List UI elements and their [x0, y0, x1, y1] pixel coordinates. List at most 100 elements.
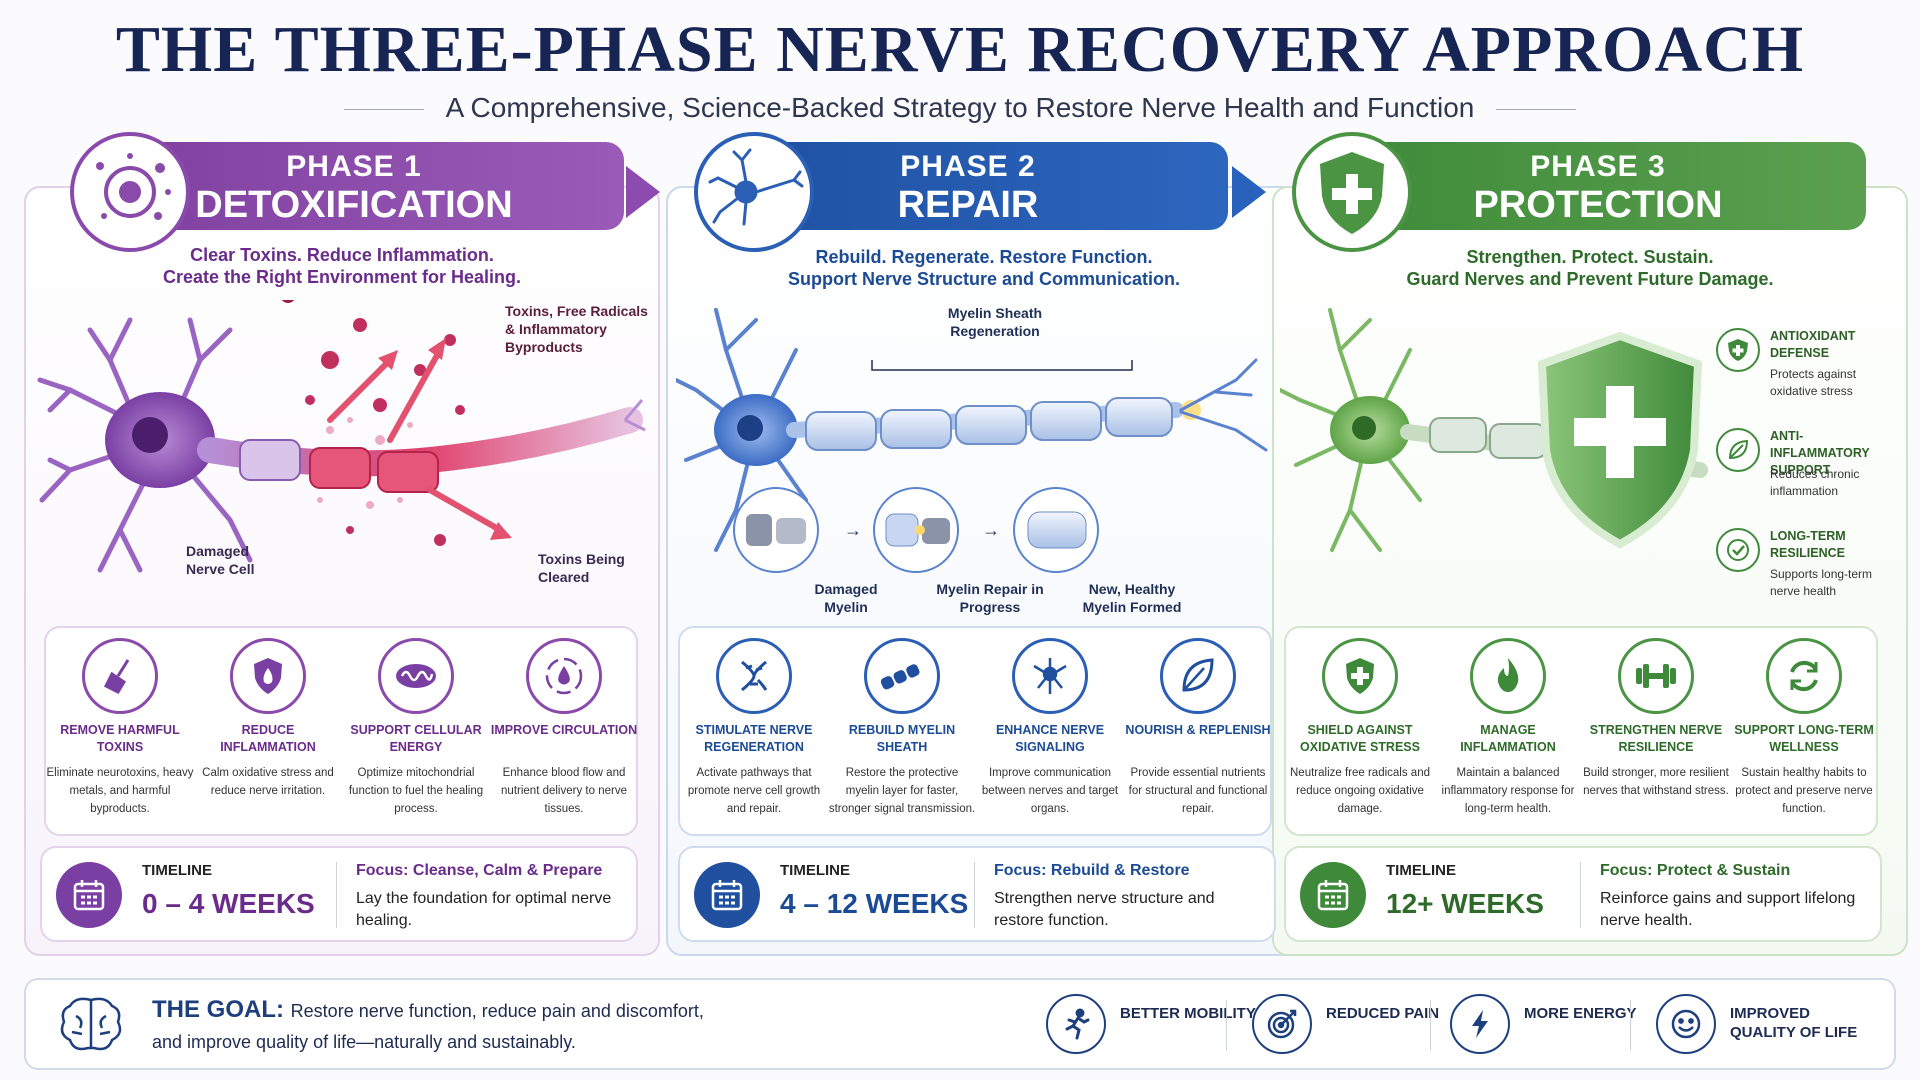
benefit-title: STRENGTHEN NERVE RESILIENCE: [1589, 723, 1723, 754]
phase-2-benefits: STIMULATE NERVE REGENERATION Activate pa…: [678, 626, 1272, 836]
smiley-icon: [1656, 994, 1716, 1054]
benefit-item: SUPPORT LONG-TERM WELLNESS Sustain healt…: [1730, 638, 1878, 818]
check-circle-icon: [1716, 528, 1760, 572]
benefit-desc: Optimize mitochondrial function to fuel …: [348, 767, 484, 815]
label-toxins: Toxins, Free Radicals & Inflammatory Byp…: [505, 303, 648, 355]
side-title: ANTI-INFLAMMATORY SUPPORT: [1770, 429, 1870, 477]
neuron-signal-icon: [1012, 638, 1088, 714]
phase-1-label: PHASE 1: [286, 150, 422, 183]
benefit-item: STIMULATE NERVE REGENERATION Activate pa…: [680, 638, 828, 818]
benefit-item: SUPPORT CELLULAR ENERGY Optimize mitocho…: [342, 638, 490, 818]
benefit-title: MANAGE INFLAMMATION: [1460, 723, 1556, 754]
benefit-item: NOURISH & REPLENISH Provide essential nu…: [1124, 638, 1272, 818]
timeline-focus: Focus: Rebuild & Restore: [994, 862, 1190, 879]
outcome-pain: REDUCED PAIN: [1252, 994, 1452, 1056]
svg-text:→: →: [844, 520, 862, 540]
neuron-icon: [694, 132, 814, 252]
shield-plus-icon: [1716, 328, 1760, 372]
dna-icon: [716, 638, 792, 714]
phase-3-name: PROTECTION: [1473, 184, 1723, 226]
label-myelin-regeneration: Myelin Sheath Regeneration: [947, 305, 1043, 339]
timeline-value: 0 – 4 WEEKS: [142, 888, 315, 919]
running-person-icon: [1046, 994, 1106, 1054]
benefit-desc: Sustain healthy habits to protect and pr…: [1735, 767, 1873, 815]
benefit-item: SHIELD AGAINST OXIDATIVE STRESS Neutrali…: [1286, 638, 1434, 818]
phase-3-timeline: TIMELINE 12+ WEEKS Focus: Protect & Sust…: [1284, 846, 1882, 942]
benefit-desc: Activate pathways that promote nerve cel…: [687, 767, 821, 815]
benefit-title: ENHANCE NERVE SIGNALING: [995, 723, 1105, 754]
side-title: ANTIOXIDANT DEFENSE: [1770, 329, 1856, 360]
subtitle-rule-right: [1496, 109, 1577, 111]
benefit-title: NOURISH & REPLENISH: [1125, 723, 1271, 737]
timeline-desc: Reinforce gains and support lifelong ner…: [1600, 890, 1856, 929]
benefit-item: IMPROVE CIRCULATION Enhance blood flow a…: [490, 638, 638, 818]
phase-3-benefits: SHIELD AGAINST OXIDATIVE STRESS Neutrali…: [1284, 626, 1878, 836]
label-myelin-repair: Myelin Repair in Progress: [936, 581, 1044, 615]
phase-3-tagline: Strengthen. Protect. Sustain.Guard Nerve…: [1290, 246, 1890, 290]
goal-line-1: THE GOAL: Restore nerve function, reduce…: [152, 996, 704, 1024]
timeline-desc: Strengthen nerve structure and restore f…: [994, 890, 1215, 929]
shield-plus-icon: [1292, 132, 1412, 252]
outcome-energy: MORE ENERGY: [1450, 994, 1650, 1056]
benefit-desc: Improve communication between nerves and…: [981, 767, 1119, 815]
page-title: THE THREE-PHASE NERVE RECOVERY APPROACH: [115, 13, 1805, 86]
myelin-step-icons: → →: [733, 487, 1099, 573]
benefit-desc: Build stronger, more resilient nerves th…: [1583, 767, 1729, 797]
phase-1-tagline: Clear Toxins. Reduce Inflammation.Create…: [42, 244, 642, 288]
benefit-title: REMOVE HARMFUL TOXINS: [60, 723, 180, 754]
label-damaged-myelin: Damaged Myelin: [814, 581, 878, 615]
protected-neuron-illustration: [1280, 308, 1708, 552]
lightning-icon: [1450, 994, 1510, 1054]
subtitle-rule-left: [343, 109, 424, 111]
mitochondria-icon: [378, 638, 454, 714]
outcome-text: MORE ENERGY: [1524, 1005, 1637, 1022]
benefit-title: REBUILD MYELIN SHEATH: [848, 723, 956, 754]
benefit-item: REMOVE HARMFUL TOXINS Eliminate neurotox…: [46, 638, 194, 818]
benefit-item: STRENGTHEN NERVE RESILIENCE Build strong…: [1582, 638, 1730, 800]
flame-icon: [1470, 638, 1546, 714]
timeline-value: 4 – 12 WEEKS: [780, 888, 969, 919]
benefit-title: REDUCE INFLAMMATION: [220, 723, 316, 754]
phase-1-tagline-1: Clear Toxins. Reduce Inflammation.: [190, 245, 494, 265]
phase-2-arrow-icon: [1232, 166, 1266, 218]
leaf-icon: [1160, 638, 1236, 714]
benefit-desc: Maintain a balanced inflammatory respons…: [1441, 767, 1575, 815]
phase-1-benefits: REMOVE HARMFUL TOXINS Eliminate neurotox…: [44, 626, 638, 836]
timeline-desc: Lay the foundation for optimal nerve hea…: [356, 890, 612, 929]
side-desc: Reduces chronic inflammation: [1770, 467, 1860, 498]
phase-2-name: REPAIR: [897, 184, 1039, 226]
side-desc: Protects against oxidative stress: [1770, 367, 1857, 398]
phase-1-arrow-icon: [626, 166, 660, 218]
phase-2-tagline-2: Support Nerve Structure and Communicatio…: [787, 269, 1181, 289]
myelin-regeneration-illustration: → →: [676, 308, 1268, 573]
timeline-label: TIMELINE: [142, 862, 212, 879]
timeline-divider: [336, 862, 337, 928]
shield-plus-icon: [1322, 638, 1398, 714]
benefit-desc: Enhance blood flow and nutrient delivery…: [501, 767, 627, 815]
outcome-text: IMPROVED QUALITY OF LIFE: [1730, 1005, 1858, 1041]
phase-3-tagline-2: Guard Nerves and Prevent Future Damage.: [1406, 269, 1774, 289]
benefit-desc: Calm oxidative stress and reduce nerve i…: [202, 767, 334, 797]
damaged-neuron-illustration: [37, 300, 646, 573]
calendar-icon: [56, 862, 122, 928]
benefit-title: STIMULATE NERVE REGENERATION: [695, 723, 813, 754]
label-toxins-being-cleared: Toxins Being Cleared: [538, 551, 625, 585]
outcome-separator: [1630, 1000, 1631, 1050]
dumbbell-icon: [1618, 638, 1694, 714]
benefit-item: REBUILD MYELIN SHEATH Restore the protec…: [828, 638, 976, 818]
benefit-desc: Provide essential nutrients for structur…: [1128, 767, 1268, 815]
calendar-icon: [1300, 862, 1366, 928]
refresh-cycle-icon: [1766, 638, 1842, 714]
outcome-text: BETTER MOBILITY: [1120, 1005, 1256, 1022]
benefit-title: IMPROVE CIRCULATION: [490, 723, 638, 737]
goal-line-2: and improve quality of life—naturally an…: [152, 1032, 576, 1052]
benefit-desc: Eliminate neurotoxins, heavy metals, and…: [46, 767, 194, 815]
timeline-focus: Focus: Protect & Sustain: [1600, 862, 1791, 879]
cell-toxin-icon: [70, 132, 190, 252]
benefit-title: SHIELD AGAINST OXIDATIVE STRESS: [1300, 723, 1420, 754]
subtitle-text: A Comprehensive, Science-Backed Strategy…: [445, 92, 1475, 123]
outcome-separator: [1430, 1000, 1431, 1050]
phase-1-name: DETOXIFICATION: [195, 184, 513, 226]
outcome-separator: [1226, 1000, 1227, 1050]
